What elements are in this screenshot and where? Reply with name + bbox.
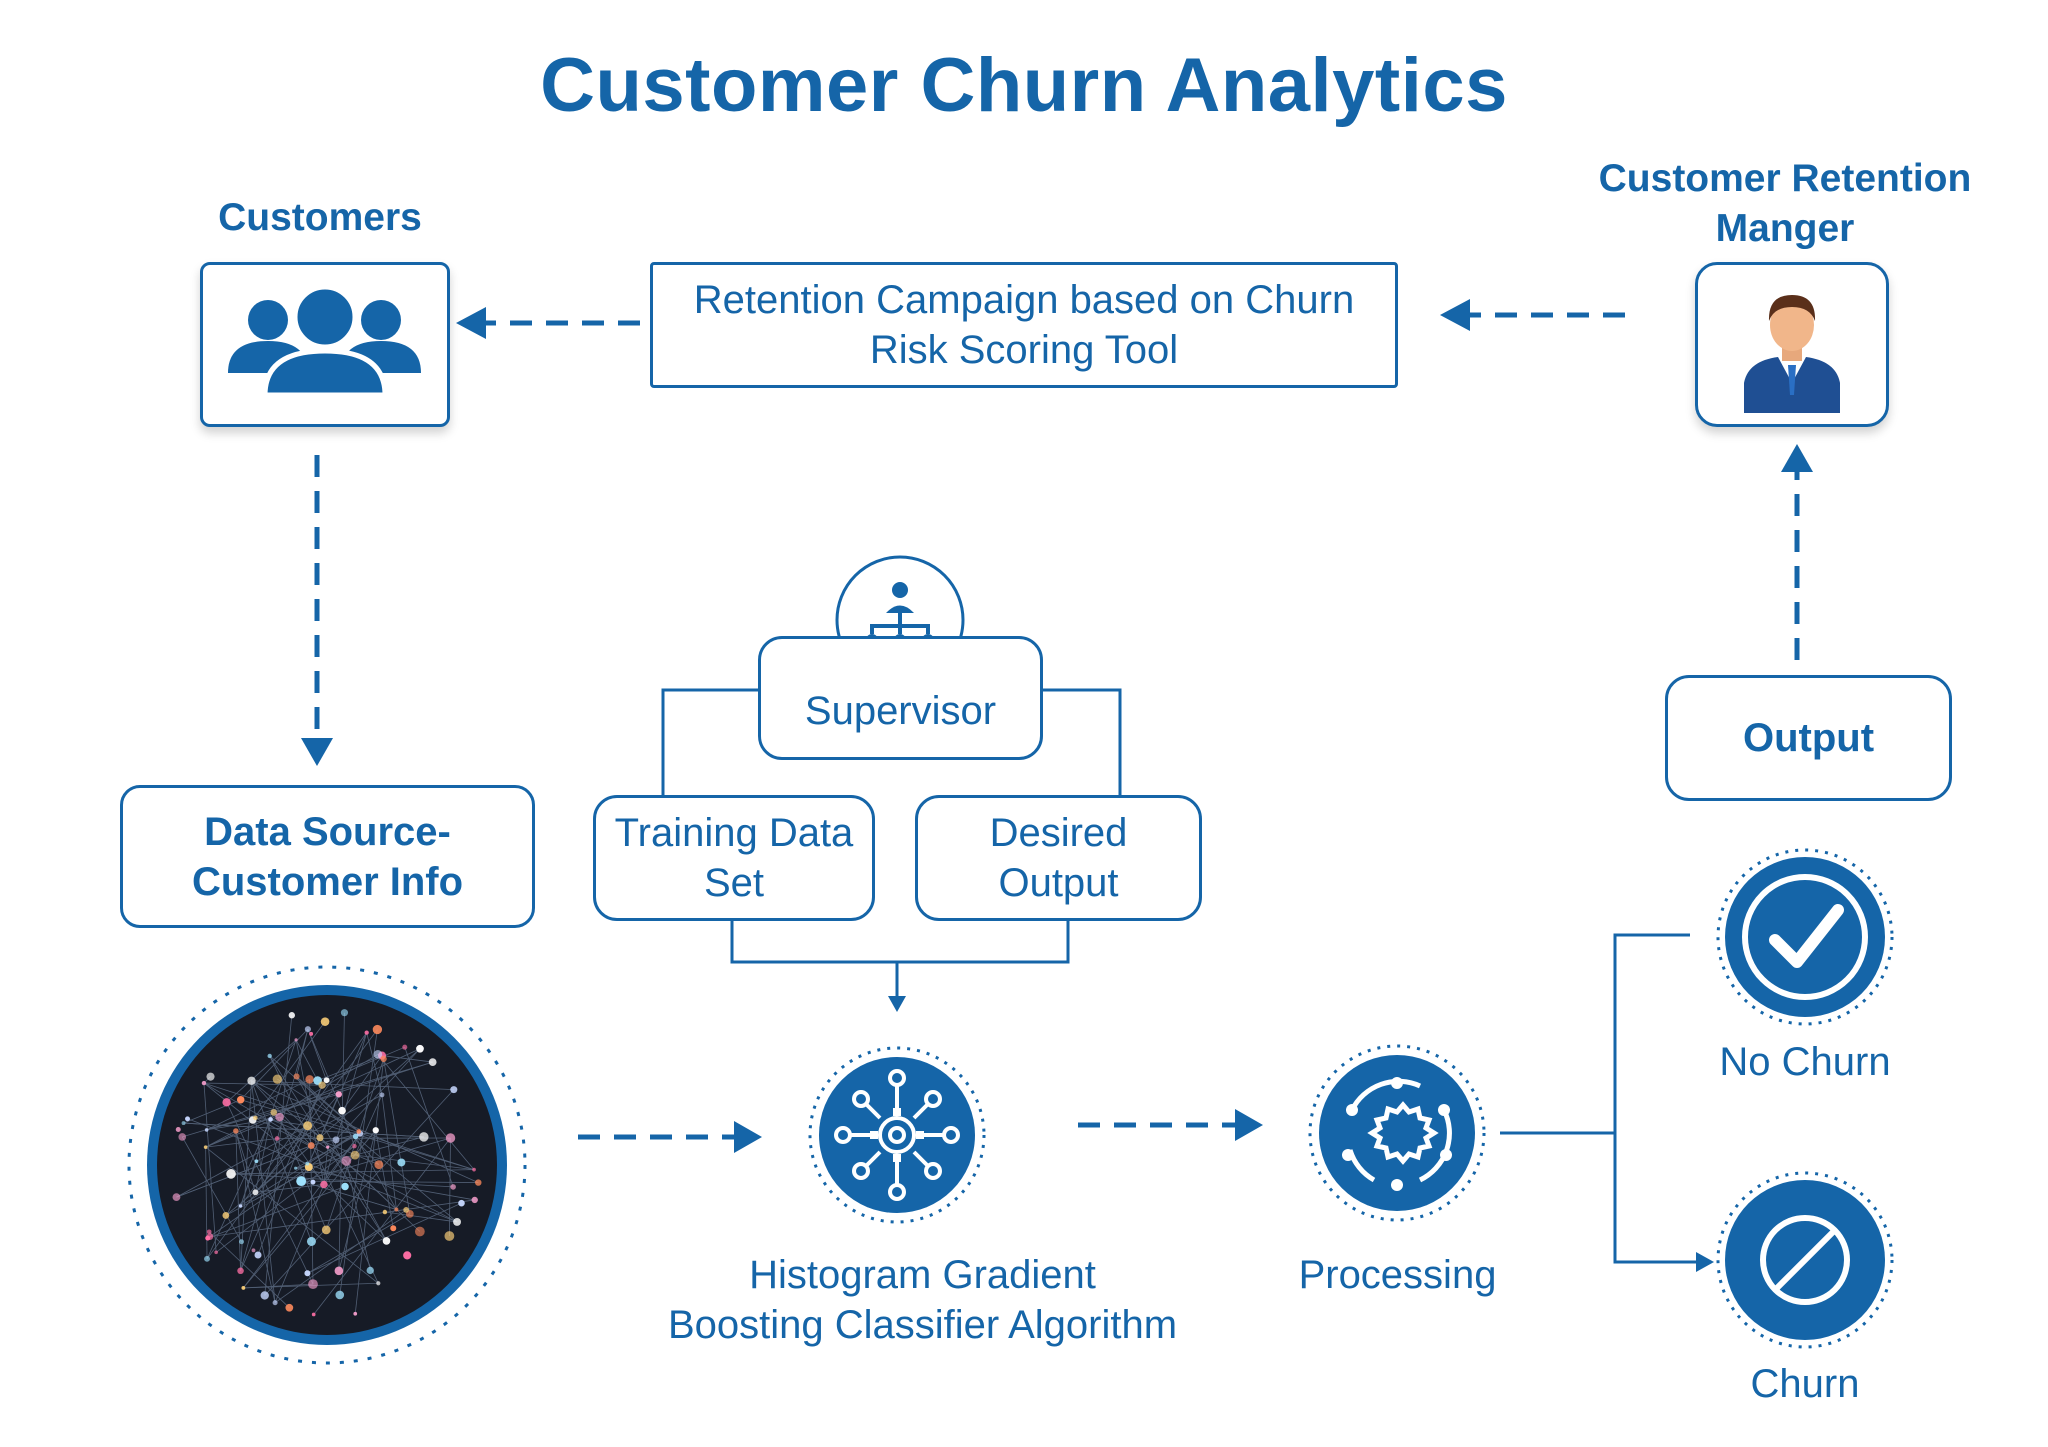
customers-label: Customers [218, 196, 422, 239]
manager-avatar-icon [1744, 295, 1840, 413]
processing-caption: Processing [1298, 1253, 1497, 1297]
retention-manager-box [1695, 262, 1889, 427]
prohibited-icon [1716, 1171, 1894, 1349]
customers-box [200, 262, 450, 427]
no-churn-caption: No Churn [1719, 1040, 1891, 1084]
data-source-line2: Customer Info [191, 859, 464, 904]
algorithm-caption: Histogram Gradient Boosting Classifier A… [600, 1250, 1245, 1350]
supervisor-label: Supervisor [804, 689, 997, 733]
desired-output-line1: Desired [989, 811, 1128, 855]
retention-manager-label: Customer Retention Manger [1570, 154, 2000, 254]
output-label: Output [1742, 716, 1875, 760]
output-box: Output [1665, 675, 1952, 801]
retention-campaign-box: Retention Campaign based on Churn Risk S… [650, 262, 1398, 388]
algorithm-line1: Histogram Gradient [749, 1253, 1096, 1297]
network-graph-image [127, 965, 527, 1365]
retention-campaign-line1: Retention Campaign based on Churn [693, 278, 1355, 322]
retention-manager-line2: Manger [1715, 207, 1855, 250]
churn-caption: Churn [1750, 1362, 1860, 1406]
desired-output-box: Desired Output [915, 795, 1202, 921]
training-data-line1: Training Data [614, 811, 854, 855]
retention-campaign-line2: Risk Scoring Tool [869, 328, 1179, 372]
data-source-line1: Data Source- [204, 809, 451, 854]
desired-output-line2: Output [998, 861, 1119, 905]
page-title: Customer Churn Analytics [540, 43, 1508, 128]
training-data-line2: Set [703, 861, 765, 905]
users-group-icon [228, 284, 421, 398]
data-source-box: Data Source- Customer Info [120, 785, 535, 928]
processing-gear-icon [1308, 1044, 1486, 1222]
supervisor-box: Supervisor [758, 636, 1043, 760]
training-data-box: Training Data Set [593, 795, 875, 921]
neural-gear-icon [808, 1046, 986, 1224]
algorithm-line2: Boosting Classifier Algorithm [667, 1303, 1178, 1347]
checkmark-icon [1716, 848, 1894, 1026]
retention-manager-line1: Customer Retention [1598, 157, 1972, 200]
